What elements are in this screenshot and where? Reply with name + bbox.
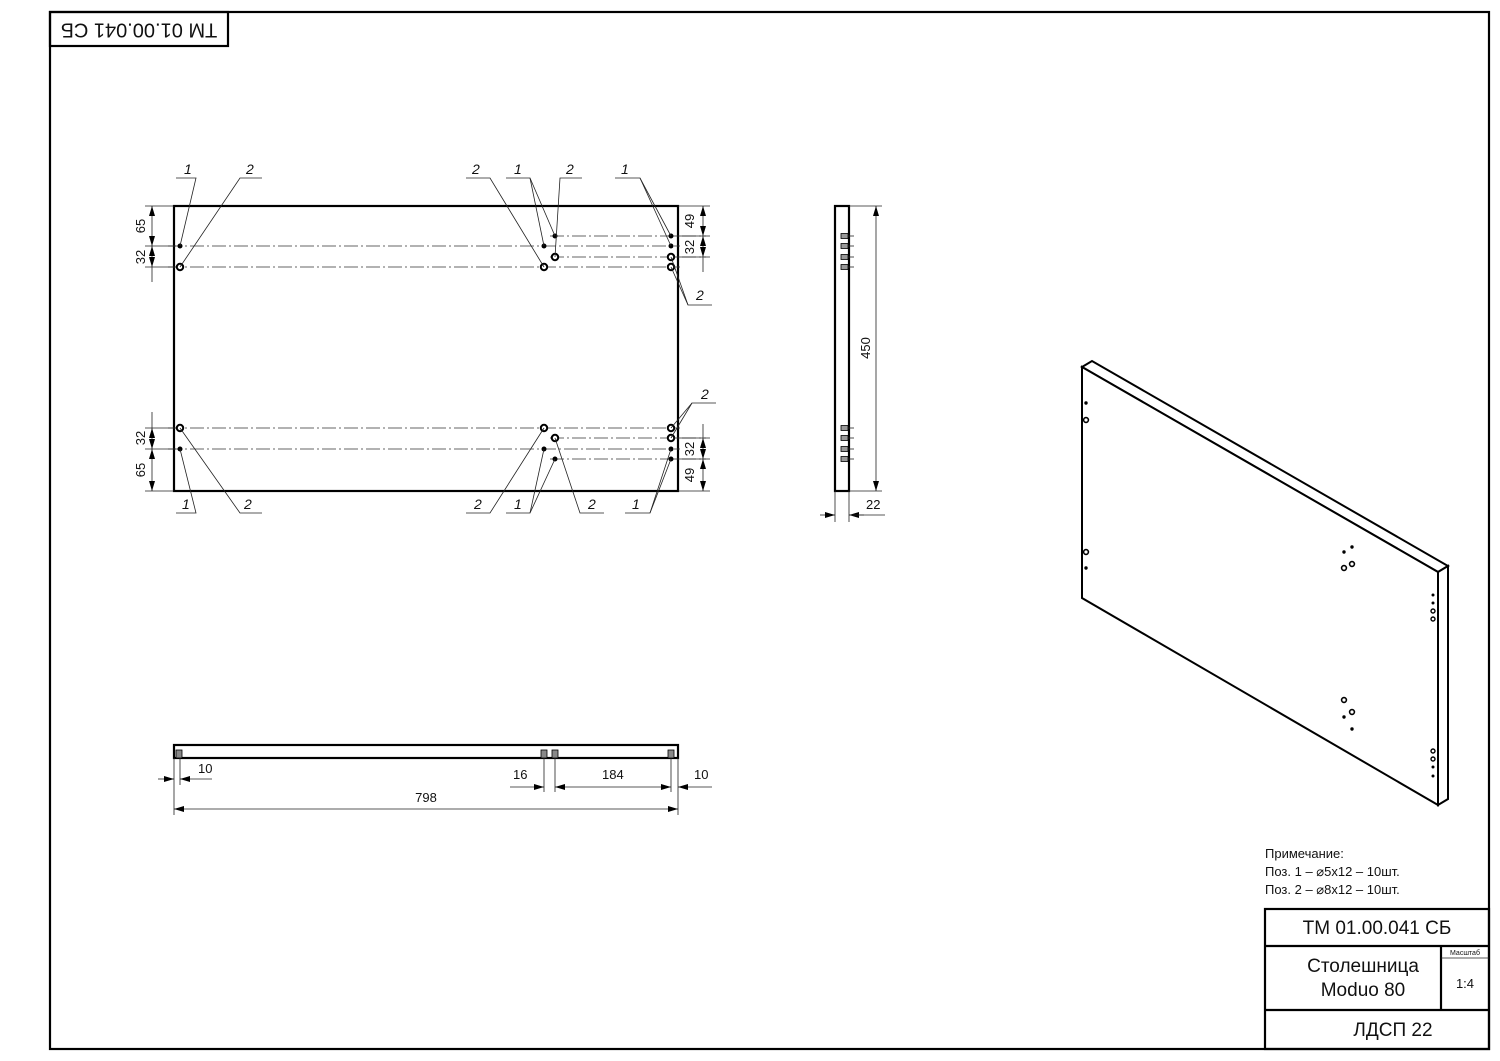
dim-pair-gap: 16 xyxy=(513,767,527,782)
leader-label-pos2: 2 xyxy=(471,161,480,177)
leader-pos1 xyxy=(176,177,197,247)
hole-centerlines xyxy=(168,235,706,460)
dim-pair-to-end: 184 xyxy=(602,767,624,782)
leader-label-pos1: 1 xyxy=(184,161,192,177)
dim-thickness: 22 xyxy=(866,497,880,512)
panel-outline xyxy=(172,204,680,493)
front-left-dimensions: 65 32 32 65 xyxy=(133,205,176,492)
dim-left-offset: 10 xyxy=(198,761,212,776)
side-hole xyxy=(840,456,849,462)
note-title: Примечание: xyxy=(1265,846,1344,861)
title-block: ТМ 01.00.041 СБ Столешница Moduo 80 Масш… xyxy=(1263,907,1491,1051)
material: ЛДСП 22 xyxy=(1353,1020,1432,1041)
side-hole xyxy=(840,425,849,431)
leader-pos1 xyxy=(176,448,197,514)
dim-bottom-right-pitch: 32 xyxy=(682,442,697,456)
leader-pos2 xyxy=(554,177,582,258)
dim-bottom-left-pitch: 32 xyxy=(133,431,148,445)
front-view: 65 32 32 65 49 32 32 xyxy=(133,161,716,514)
side-hole xyxy=(840,254,849,260)
leader-pos2 xyxy=(179,427,262,514)
dim-top-right-pitch: 32 xyxy=(682,240,697,254)
scale-header: Масштаб xyxy=(1450,949,1480,957)
isometric-holes xyxy=(1082,401,1436,778)
front-right-dimensions: 49 32 32 49 xyxy=(674,205,710,492)
leader-pos2 xyxy=(554,437,604,514)
holes-pos1 xyxy=(177,233,674,462)
dim-top-left-pitch: 32 xyxy=(133,250,148,264)
side-view: 450 22 xyxy=(820,204,885,522)
leader-label-pos2: 2 xyxy=(245,161,254,177)
side-hole xyxy=(840,233,849,239)
leader-label-pos1: 1 xyxy=(514,496,522,512)
side-hole xyxy=(840,435,849,441)
scale-value: 1:4 xyxy=(1456,976,1474,991)
note: Примечание: Поз. 1 – ⌀5x12 – 10шт. Поз. … xyxy=(1265,846,1400,897)
panel-edge-outline xyxy=(833,204,851,493)
side-hole xyxy=(840,446,849,452)
leader-label-pos1: 1 xyxy=(632,496,640,512)
leader-label-pos1: 1 xyxy=(182,496,190,512)
side-hole xyxy=(840,243,849,249)
leader-label-pos2: 2 xyxy=(700,386,709,402)
rotated-stamp: ТМ 01.00.041 СБ xyxy=(48,10,230,48)
dim-top-right-edge: 49 xyxy=(682,214,697,228)
note-line-1: Поз. 1 – ⌀5x12 – 10шт. xyxy=(1265,864,1400,879)
leader-label-pos2: 2 xyxy=(587,496,596,512)
dim-top-left-edge: 65 xyxy=(133,219,148,233)
dim-overall-length: 798 xyxy=(415,790,437,805)
leader-label-pos2: 2 xyxy=(565,161,574,177)
side-hole xyxy=(840,264,849,270)
dim-height: 450 xyxy=(858,337,873,359)
leader-label-pos2: 2 xyxy=(243,496,252,512)
leader-label-pos2: 2 xyxy=(695,287,704,303)
holes-pos2 xyxy=(175,252,676,443)
dim-bottom-left-edge: 65 xyxy=(133,463,148,477)
leader-label-pos1: 1 xyxy=(514,161,522,177)
drawing-frame xyxy=(48,10,1491,1051)
leader-label-pos2: 2 xyxy=(473,496,482,512)
rotated-stamp-text: ТМ 01.00.041 СБ xyxy=(61,19,218,41)
leader-label-pos1: 1 xyxy=(621,161,629,177)
leader-pos2 xyxy=(179,177,262,268)
bottom-view: 10 16 184 10 798 xyxy=(158,743,712,815)
panel-bottom-outline xyxy=(172,743,680,760)
side-view-holes xyxy=(840,233,854,462)
part-name-line2: Moduo 80 xyxy=(1321,980,1406,1001)
dim-right-offset: 10 xyxy=(694,767,708,782)
dim-bottom-right-edge: 49 xyxy=(682,468,697,482)
leader-pos2 xyxy=(466,177,545,268)
position-leaders: 1 2 2 1 2 1 2 1 2 2 1 xyxy=(176,161,716,514)
leader-pos2 xyxy=(466,427,545,514)
part-name-line1: Столешница xyxy=(1307,956,1419,977)
note-line-2: Поз. 2 – ⌀8x12 – 10шт. xyxy=(1265,882,1400,897)
isometric-view xyxy=(1080,359,1450,807)
bottom-view-holes xyxy=(175,749,675,759)
drawing-designation: ТМ 01.00.041 СБ xyxy=(1303,918,1452,939)
